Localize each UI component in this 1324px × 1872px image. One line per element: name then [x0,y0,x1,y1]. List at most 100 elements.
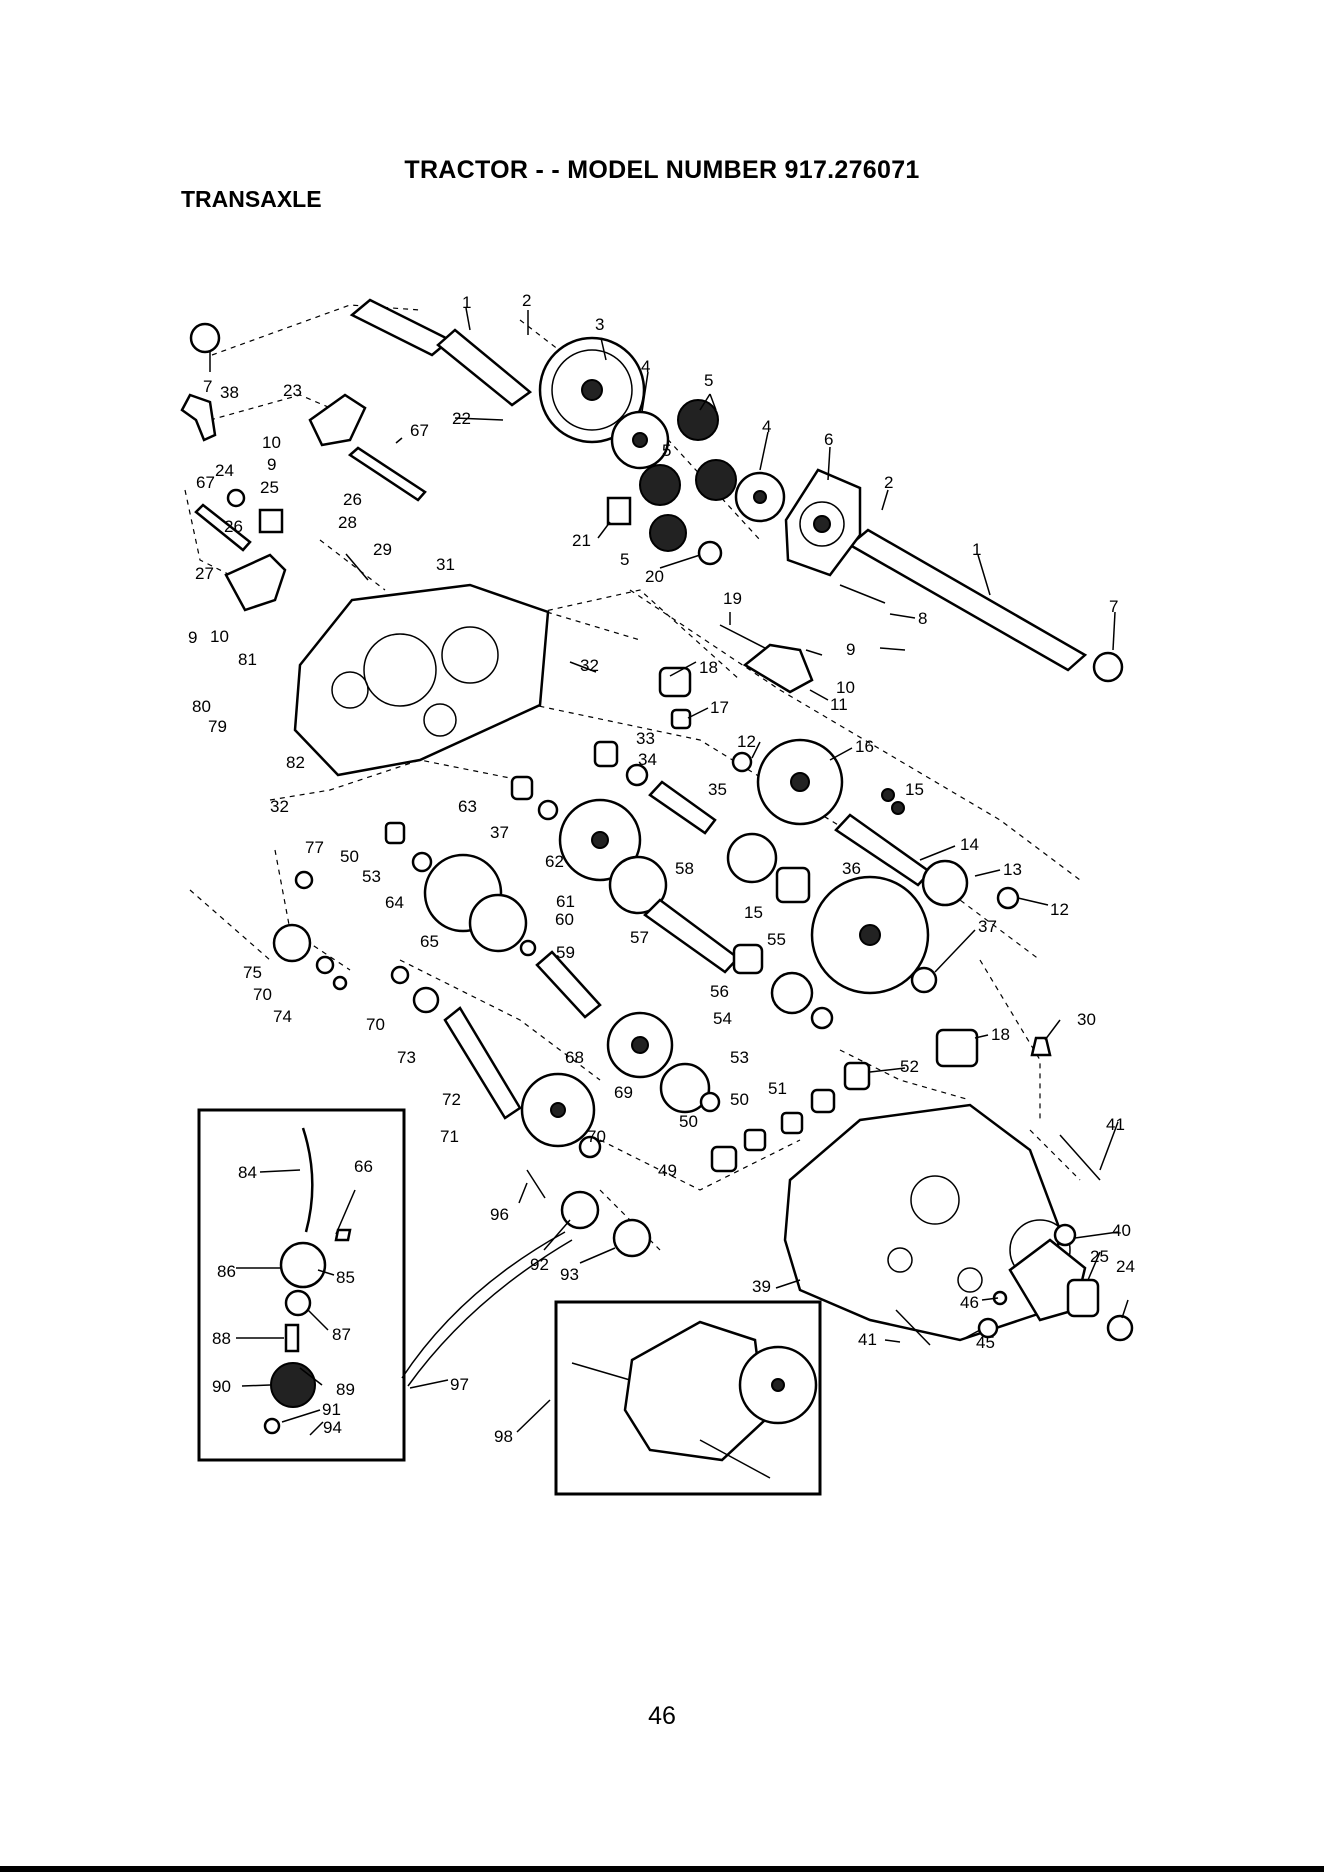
shift-fork-23 [308,393,367,447]
callout: 7 [1109,597,1118,616]
callout: 79 [208,717,227,736]
callout: 28 [338,513,357,532]
page-number: 46 [648,1702,676,1730]
gear-61 [608,855,668,915]
washer-45 [977,1317,999,1339]
washer-73 [412,986,440,1014]
washer-53-left [411,851,433,873]
callout: 55 [767,930,786,949]
callout: 61 [556,892,575,911]
disc-65 [468,893,528,953]
callout: 10 [262,433,281,452]
callout: 27 [195,564,214,583]
callout: 53 [362,867,381,886]
bearing-20 [697,540,723,566]
bearing-49 [710,1145,738,1173]
callout: 91 [322,1400,341,1419]
callout: 63 [458,797,477,816]
callout: 70 [366,1015,385,1034]
washer-24-lower [1106,1314,1134,1342]
bearing-18-upper [658,666,692,698]
seal-40 [1053,1223,1077,1247]
bearing-52 [843,1061,871,1091]
ring-74 [332,975,348,991]
gasket-93 [612,1218,652,1258]
washer-70-c [578,1135,602,1159]
bracket-38 [180,393,217,442]
callout: 32 [270,797,289,816]
callout: 80 [192,697,211,716]
washer-91 [263,1417,281,1435]
bolt-41-upper [1059,1134,1101,1181]
bearing-50-upper [384,821,406,845]
pinion-15b [891,801,905,815]
callout: 39 [752,1277,771,1296]
callout: 34 [638,750,657,769]
callout: 26 [343,490,362,509]
callout: 16 [855,737,874,756]
callout: 8 [918,609,927,628]
callout: 4 [641,357,650,376]
shaft-59 [535,950,602,1019]
callout: 9 [267,455,276,474]
shift-rail-26b [194,503,252,552]
callout: 67 [196,473,215,492]
section-heading: TRANSAXLE [181,186,322,212]
bushing-36 [775,866,811,904]
callout: 90 [212,1377,231,1396]
callout: 81 [238,650,257,669]
callout: 94 [323,1418,342,1437]
callout: 67 [410,421,429,440]
callout: 4 [762,417,771,436]
bearing-17 [670,708,692,730]
callout: 24 [1116,1257,1135,1276]
callout: 54 [713,1009,732,1028]
bushing-18-lower [935,1028,979,1068]
washer-7-right [1092,651,1124,683]
callout: 98 [494,1427,513,1446]
callout: 97 [450,1375,469,1394]
callout: 41 [1106,1115,1125,1134]
callout: 73 [397,1048,416,1067]
callout: 5 [662,441,671,460]
callout: 70 [587,1127,606,1146]
callout: 19 [723,589,742,608]
part-illustrations [180,298,1134,1387]
pinion-13 [921,859,969,907]
shift-fork-11 [742,643,814,694]
callout: 71 [440,1127,459,1146]
knob-86 [279,1241,327,1289]
callout: 6 [824,430,833,449]
callout: 12 [1050,900,1069,919]
gear-58 [726,832,778,884]
bearing-56 [732,943,764,975]
callout: 87 [332,1325,351,1344]
plate-90 [270,1362,316,1408]
collar-25 [258,508,284,534]
shift-fork-27 [224,553,287,612]
shift-lever-84 [301,1127,314,1233]
callout: 10 [210,627,229,646]
callout: 51 [768,1079,787,1098]
callout: 30 [1077,1010,1096,1029]
callout-leaders [209,307,1129,1433]
cap-87 [284,1289,312,1317]
washer-12-left [731,751,753,773]
pinion-15a [881,788,895,802]
gear-54 [770,971,814,1015]
callout: 35 [708,780,727,799]
bearing-50-b [743,1128,767,1152]
bushing-25-lower [1066,1278,1100,1318]
callout: 21 [572,531,591,550]
callout: 24 [215,461,234,480]
bearing-50-a [780,1111,804,1135]
callout: 26 [224,517,243,536]
spring-88 [284,1323,300,1353]
callout: 22 [452,409,471,428]
inset-shift-lever [197,1108,406,1462]
key-66 [334,1228,352,1242]
callout: 5 [704,371,713,390]
callout-labels: 1 1 2 2 3 4 4 5 5 5 6 7 7 38 23 22 67 67… [188,291,1135,1446]
shaft-72 [443,1006,522,1120]
